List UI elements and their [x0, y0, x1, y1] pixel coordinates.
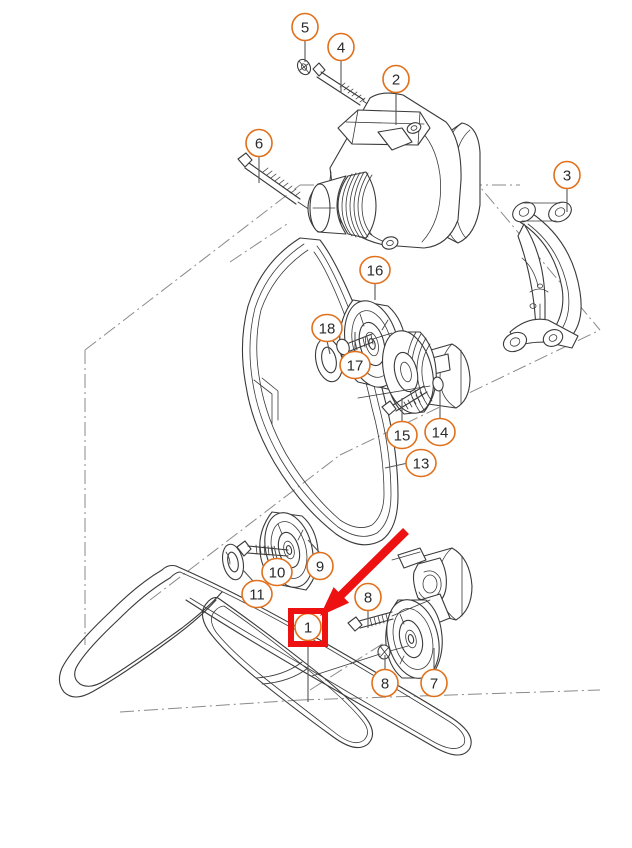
callout-number: 6: [255, 136, 263, 153]
callout-16[interactable]: 16: [359, 255, 391, 285]
callout-ring: [241, 579, 273, 609]
callout-ring: [553, 160, 581, 190]
callout-ring: [371, 668, 399, 698]
leader-line-13: [384, 462, 409, 469]
callout-11[interactable]: 11: [241, 579, 273, 609]
callout-ring: [354, 582, 382, 612]
red-highlight-box: [288, 608, 328, 647]
callout-9[interactable]: 9: [306, 551, 334, 581]
callout-number: 18: [319, 321, 336, 338]
callout-13[interactable]: 13: [405, 448, 437, 478]
callout-number: 15: [394, 428, 411, 445]
callout-2[interactable]: 2: [382, 64, 410, 94]
callout-number: 14: [432, 425, 449, 442]
callout-ring: [405, 448, 437, 478]
callout-number: 10: [269, 565, 286, 582]
callout-number: 11: [249, 587, 265, 604]
callout-ring: [261, 557, 293, 587]
part-15-tensioner-bolt: [381, 385, 428, 416]
part-2-alternator: [307, 92, 481, 250]
part-10-idler-bolt-lower: [236, 540, 289, 557]
callout-6[interactable]: 6: [245, 128, 273, 158]
highlight-arrow: [320, 528, 409, 616]
callout-ring: [306, 551, 334, 581]
callout-number: 7: [430, 676, 438, 693]
leader-line-9: [307, 539, 321, 554]
callout-10[interactable]: 10: [261, 557, 293, 587]
part-7-lower-tensioner: [385, 547, 473, 679]
part-4-socket-bolt: [312, 62, 378, 111]
callout-number: 3: [563, 168, 571, 185]
callout-ring: [245, 128, 273, 158]
callout-number: 5: [301, 20, 309, 37]
callout-7[interactable]: 7: [420, 668, 448, 698]
callout-number: 1: [304, 620, 312, 637]
callout-number: 9: [316, 559, 324, 576]
callout-5[interactable]: 5: [291, 12, 319, 42]
red-pointer-arrow: [320, 528, 409, 616]
part-11-spacer-washer: [221, 543, 245, 581]
part-8-tensioner-bolt-upper: [347, 599, 431, 632]
callout-ring: [386, 420, 418, 450]
callout-number: 8: [364, 590, 372, 607]
part-8-tensioner-bolt-lower: [311, 644, 409, 677]
callout-15[interactable]: 15: [386, 420, 418, 450]
callout-ring: [424, 417, 456, 447]
leader-line-18: [326, 340, 331, 355]
part-5-washer: [296, 58, 312, 76]
leader-line-11: [242, 569, 254, 582]
callout-1[interactable]: 1: [294, 612, 322, 642]
callout-ring: [291, 12, 319, 42]
callout-leaders: [242, 40, 568, 702]
callout-4[interactable]: 4: [327, 32, 355, 62]
highlight-box: [288, 608, 328, 647]
callout-number: 2: [392, 72, 400, 89]
part-1-main-drive-belt: [58, 564, 472, 756]
callout-8[interactable]: 8: [371, 668, 399, 698]
callout-18[interactable]: 18: [311, 313, 343, 343]
leader-line-10: [273, 545, 278, 560]
callout-14[interactable]: 14: [424, 417, 456, 447]
callout-ring: [382, 64, 410, 94]
part-18-spacer-ring: [314, 337, 344, 383]
callout-8[interactable]: 8: [354, 582, 382, 612]
construction-centerlines: [84, 174, 601, 713]
callout-ring: [359, 255, 391, 285]
callout-number: 8: [381, 676, 389, 693]
callout-ring: [327, 32, 355, 62]
callout-number: 13: [413, 456, 430, 473]
callout-ring: [311, 313, 343, 343]
callout-3[interactable]: 3: [553, 160, 581, 190]
part-3-mounting-bracket: [502, 201, 582, 353]
callout-number: 16: [367, 263, 384, 280]
callout-number: 17: [347, 358, 364, 375]
callout-number: 4: [337, 40, 345, 57]
callout-ring: [339, 350, 371, 380]
callout-ring: [420, 668, 448, 698]
callout-17[interactable]: 17: [339, 350, 371, 380]
